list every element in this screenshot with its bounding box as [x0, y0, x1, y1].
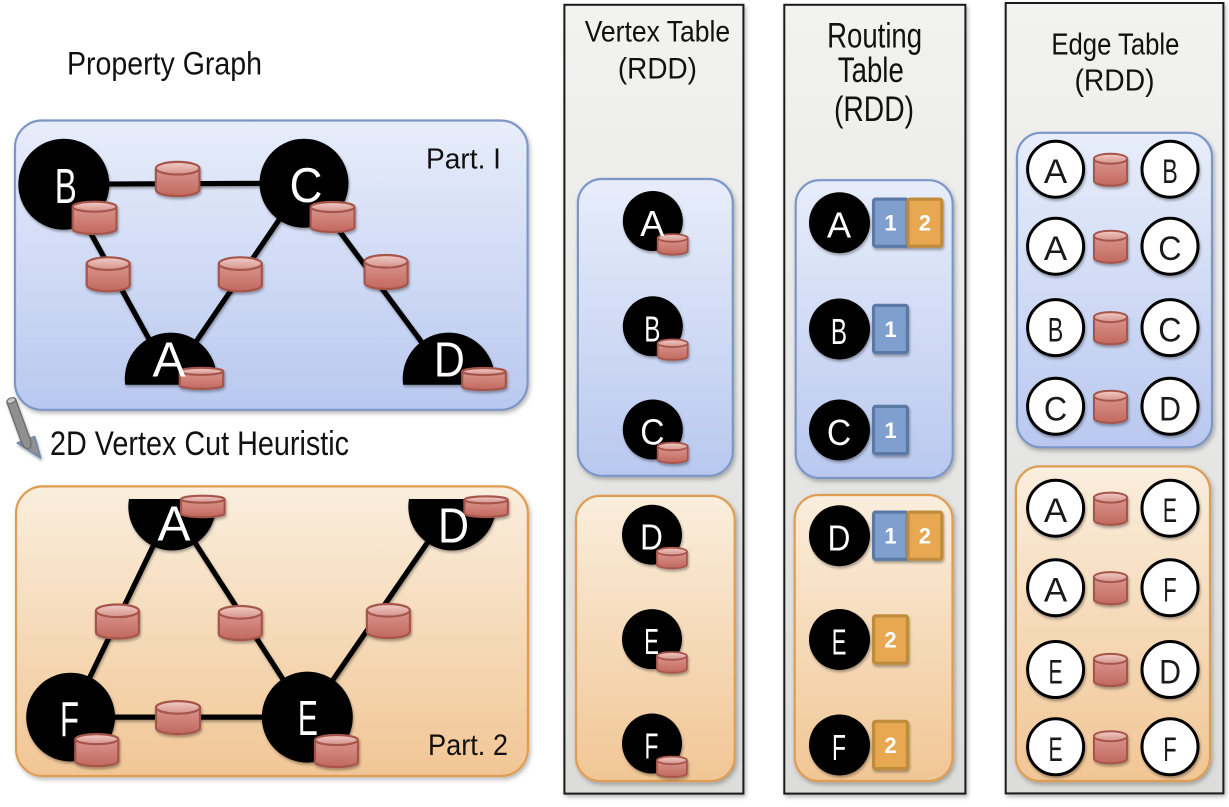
svg-text:A: A	[827, 205, 851, 246]
svg-text:E: E	[832, 622, 847, 663]
svg-text:D: D	[434, 334, 465, 388]
svg-text:Table: Table	[838, 51, 904, 90]
svg-text:B: B	[831, 311, 847, 352]
svg-text:A: A	[1044, 153, 1067, 191]
svg-text:Routing: Routing	[827, 17, 922, 56]
svg-text:1: 1	[884, 211, 896, 236]
svg-text:(RDD): (RDD)	[1075, 62, 1155, 97]
svg-text:D: D	[1159, 390, 1181, 428]
svg-text:D: D	[438, 500, 469, 554]
svg-text:D: D	[640, 517, 663, 558]
svg-text:2: 2	[919, 211, 931, 236]
svg-text:E: E	[1049, 731, 1063, 769]
svg-text:E: E	[1163, 492, 1177, 530]
svg-text:C: C	[827, 412, 851, 453]
svg-text:Property Graph: Property Graph	[67, 46, 262, 82]
svg-text:A: A	[153, 334, 186, 388]
svg-text:(RDD): (RDD)	[834, 90, 914, 129]
svg-text:2: 2	[919, 524, 931, 549]
svg-text:D: D	[1159, 654, 1181, 692]
svg-text:C: C	[290, 159, 323, 213]
svg-text:(RDD): (RDD)	[618, 53, 697, 86]
svg-text:F: F	[1163, 572, 1176, 610]
svg-text:F: F	[645, 726, 659, 767]
svg-text:F: F	[60, 693, 79, 747]
svg-text:D: D	[828, 518, 851, 559]
svg-text:A: A	[158, 498, 191, 552]
svg-text:B: B	[1162, 153, 1178, 191]
svg-text:E: E	[1049, 654, 1063, 692]
svg-text:A: A	[1044, 572, 1067, 610]
svg-text:A: A	[1044, 230, 1067, 268]
svg-text:E: E	[298, 692, 318, 746]
svg-text:C: C	[640, 412, 664, 453]
svg-text:2: 2	[884, 733, 896, 758]
svg-text:Part. 2: Part. 2	[428, 729, 508, 762]
svg-text:B: B	[644, 308, 660, 349]
svg-text:C: C	[1158, 312, 1181, 350]
svg-text:1: 1	[884, 317, 896, 342]
svg-text:F: F	[832, 727, 846, 768]
svg-text:Edge Table: Edge Table	[1051, 26, 1179, 61]
svg-text:A: A	[640, 203, 664, 244]
svg-text:2: 2	[884, 628, 896, 653]
svg-text:A: A	[1044, 492, 1067, 530]
svg-text:Vertex Table: Vertex Table	[585, 16, 730, 49]
svg-text:F: F	[1163, 731, 1176, 769]
svg-text:2D Vertex Cut Heuristic: 2D Vertex Cut Heuristic	[50, 425, 349, 463]
svg-text:E: E	[644, 621, 659, 662]
svg-text:B: B	[55, 160, 77, 214]
svg-text:1: 1	[884, 418, 896, 443]
svg-text:C: C	[1044, 390, 1067, 428]
svg-text:B: B	[1048, 312, 1064, 350]
svg-text:1: 1	[884, 524, 896, 549]
svg-text:C: C	[1158, 230, 1181, 268]
svg-text:Part. I: Part. I	[426, 143, 501, 175]
